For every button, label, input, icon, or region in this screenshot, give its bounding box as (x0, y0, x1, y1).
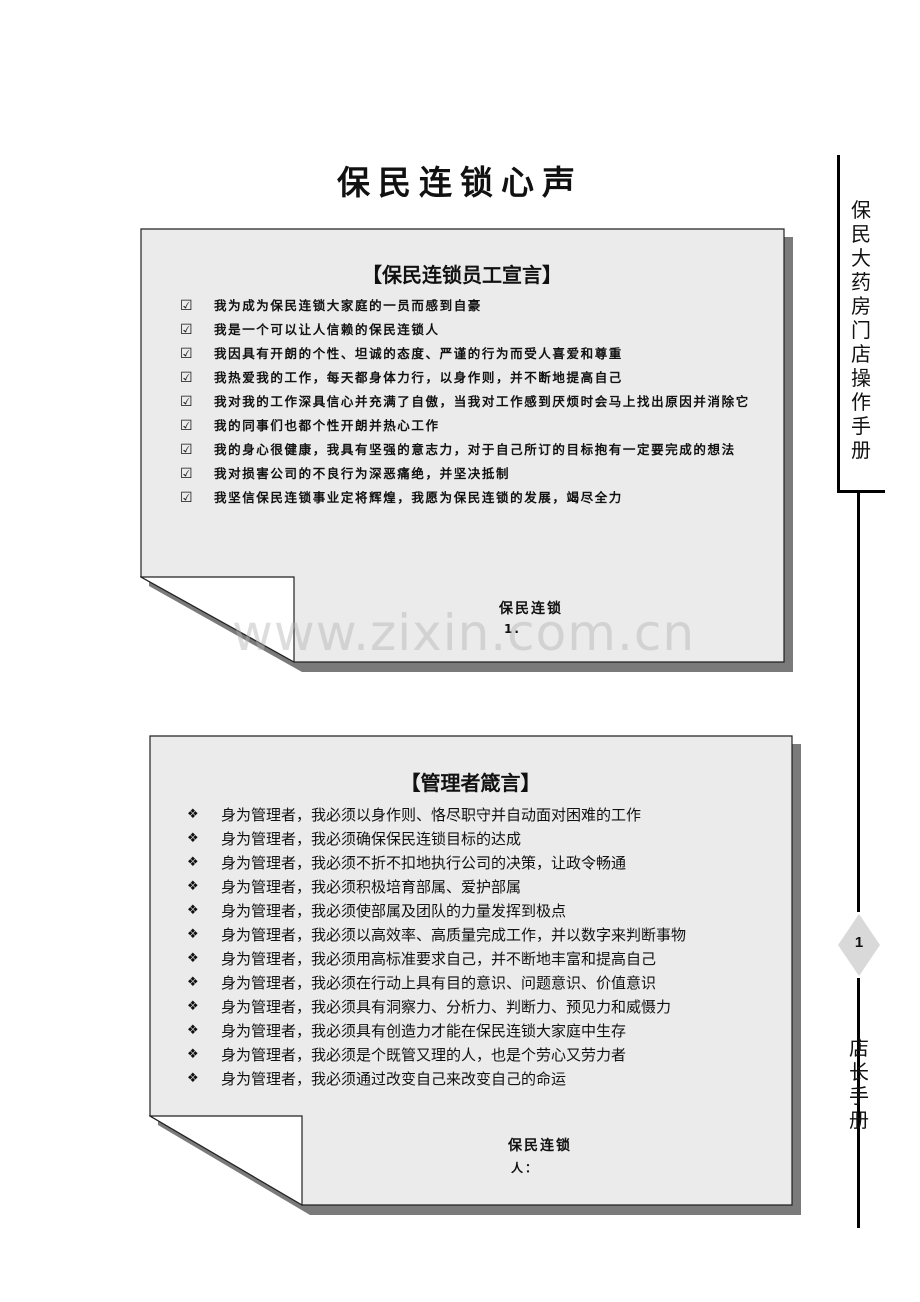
checkbox-checked-icon: ☑ (180, 346, 193, 362)
list-item: ☑我是一个可以让人信赖的保民连锁人 (180, 318, 752, 342)
card-folded-paper-shape (149, 735, 801, 1215)
diamond-bullet-icon: ❖ (187, 1047, 199, 1062)
list-item: ☑我热爱我的工作，每天都身体力行，以身作则，并不断地提高自己 (180, 366, 752, 390)
manager-motto-signature-sub: 人： (511, 1161, 540, 1175)
sidebar-line-top (837, 155, 840, 492)
diamond-bullet-icon: ❖ (187, 927, 199, 942)
list-item: ❖身为管理者，我必须具有洞察力、分析力、判断力、预见力和威慑力 (187, 995, 777, 1019)
sidebar-top-text: 保民大药房门店操作手册 (851, 198, 871, 462)
list-item: ☑我因具有开朗的个性、坦诚的态度、严谨的行为而受人喜爱和尊重 (180, 342, 752, 366)
sidebar-line-middle (857, 492, 860, 912)
checkbox-checked-icon: ☑ (180, 442, 193, 458)
list-item: ❖身为管理者，我必须使部属及团队的力量发挥到极点 (187, 899, 777, 923)
checkbox-checked-icon: ☑ (180, 466, 193, 482)
diamond-bullet-icon: ❖ (187, 975, 199, 990)
watermark: www.zixin.com.cn (232, 604, 696, 662)
list-item: ❖身为管理者，我必须确保保民连锁目标的达成 (187, 827, 777, 851)
manager-motto-title: 【管理者箴言】 (400, 771, 541, 795)
employee-declaration-signature-sub: 1. (504, 622, 521, 636)
diamond-bullet-icon: ❖ (187, 1023, 199, 1038)
checkbox-checked-icon: ☑ (180, 490, 193, 506)
list-item: ❖身为管理者，我必须不折不扣地执行公司的决策，让政令畅通 (187, 851, 777, 875)
checkbox-checked-icon: ☑ (180, 322, 193, 338)
employee-declaration-card: 【保民连锁员工宣言】 ☑我为成为保民连锁大家庭的一员而感到自豪 ☑我是一个可以让… (140, 228, 796, 674)
sidebar-divider (837, 490, 885, 493)
checkbox-checked-icon: ☑ (180, 298, 193, 314)
checkbox-checked-icon: ☑ (180, 418, 193, 434)
employee-declaration-signature: 保民连锁 (499, 601, 563, 617)
sidebar-bottom-text: 店长手册 (849, 1036, 869, 1132)
diamond-bullet-icon: ❖ (187, 903, 199, 918)
list-item: ☑我为成为保民连锁大家庭的一员而感到自豪 (180, 294, 752, 318)
list-item: ☑我坚信保民连锁事业定将辉煌，我愿为保民连锁的发展，竭尽全力 (180, 486, 752, 510)
manager-motto-card: 【管理者箴言】 ❖身为管理者，我必须以身作则、恪尽职守并自动面对困难的工作 ❖身… (149, 735, 805, 1217)
page-number-diamond-icon (838, 914, 880, 976)
list-item: ❖身为管理者，我必须通过改变自己来改变自己的命运 (187, 1067, 777, 1091)
employee-declaration-list: ☑我为成为保民连锁大家庭的一员而感到自豪 ☑我是一个可以让人信赖的保民连锁人 ☑… (180, 294, 752, 510)
diamond-bullet-icon: ❖ (187, 1071, 199, 1086)
list-item: ❖身为管理者，我必须以身作则、恪尽职守并自动面对困难的工作 (187, 803, 777, 827)
checkbox-checked-icon: ☑ (180, 370, 193, 386)
list-item: ☑我对损害公司的不良行为深恶痛绝，并坚决抵制 (180, 462, 752, 486)
list-item: ❖身为管理者，我必须以高效率、高质量完成工作，并以数字来判断事物 (187, 923, 777, 947)
list-item: ❖身为管理者，我必须用高标准要求自己，并不断地丰富和提高自己 (187, 947, 777, 971)
list-item: ❖身为管理者，我必须积极培育部属、爱护部属 (187, 875, 777, 899)
employee-declaration-title: 【保民连锁员工宣言】 (362, 263, 562, 287)
manager-motto-signature: 保民连锁 (508, 1138, 572, 1154)
manager-motto-list: ❖身为管理者，我必须以身作则、恪尽职守并自动面对困难的工作 ❖身为管理者，我必须… (187, 803, 777, 1091)
diamond-bullet-icon: ❖ (187, 855, 199, 870)
list-item: ❖身为管理者，我必须具有创造力才能在保民连锁大家庭中生存 (187, 1019, 777, 1043)
card-folded-paper-shape (140, 228, 793, 672)
diamond-bullet-icon: ❖ (187, 879, 199, 894)
diamond-bullet-icon: ❖ (187, 831, 199, 846)
list-item: ☑我的身心很健康，我具有坚强的意志力，对于自己所订的目标抱有一定要完成的想法 (180, 438, 752, 462)
list-item: ❖身为管理者，我必须是个既管又理的人，也是个劳心又劳力者 (187, 1043, 777, 1067)
sidebar-line-bottom (857, 978, 860, 1228)
page-title: 保民连锁心声 (337, 163, 583, 202)
list-item: ☑我的同事们也都个性开朗并热心工作 (180, 414, 752, 438)
page-number: 1 (854, 934, 864, 951)
list-item: ☑我对我的工作深具信心并充满了自傲，当我对工作感到厌烦时会马上找出原因并消除它 (180, 390, 752, 414)
diamond-bullet-icon: ❖ (187, 951, 199, 966)
list-item: ❖身为管理者，我必须在行动上具有目的意识、问题意识、价值意识 (187, 971, 777, 995)
checkbox-checked-icon: ☑ (180, 394, 193, 410)
diamond-bullet-icon: ❖ (187, 999, 199, 1014)
diamond-bullet-icon: ❖ (187, 807, 199, 822)
